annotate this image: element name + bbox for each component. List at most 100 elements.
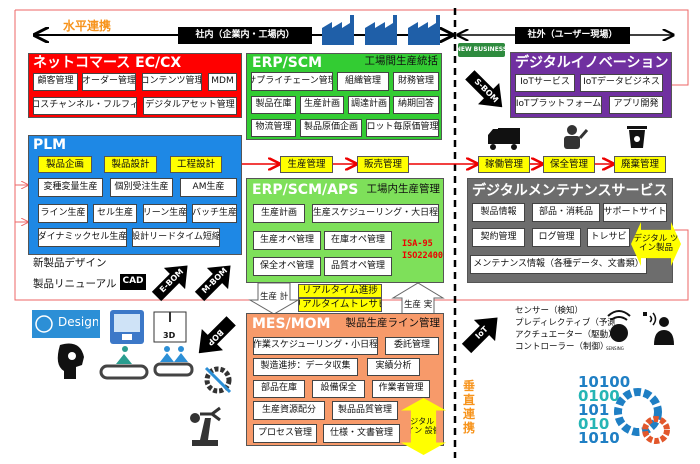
person-signal-icon [643, 312, 674, 345]
iot-device: センサー（検知） [515, 305, 584, 316]
plm-item: 設計リードタイム短縮 [132, 228, 220, 247]
dms-title: デジタルメンテナンスサービス DMS [472, 182, 668, 199]
plm-item: セル生産 [93, 204, 137, 223]
truck-icon [488, 128, 520, 150]
erp-item: ロット毎原価管理 [366, 119, 439, 137]
ec-item: MDM [208, 73, 237, 91]
iot-device: アクチュエーター（駆動） [515, 329, 615, 340]
erp-item: 調達計画 [348, 96, 390, 114]
factory-icons [322, 15, 440, 45]
plan-label: 生産 計画 [260, 291, 288, 302]
erp-item: サプライチェーン管理 [251, 72, 333, 91]
dms-item: 製品情報 [472, 203, 525, 222]
external-label: 社外（ユーザー現場） [515, 27, 630, 44]
design-logo-text: Design [58, 314, 98, 329]
plm-item: 変種変量生産 [38, 178, 103, 197]
erp-title: ERP/SCM [252, 54, 323, 71]
aps-item: 生産スケジューリング・大日程 [312, 204, 439, 223]
internal-label: 社内（企業内・工場内） [178, 27, 312, 44]
plm-item: AM生産 [180, 178, 237, 197]
dms-item: サポートサイト [603, 203, 667, 222]
actual-up-arrow [391, 282, 445, 315]
horizontal-link-label: 水平連携 [62, 18, 111, 33]
gears-icon [614, 388, 670, 444]
ec-item: オーダー管理 [82, 73, 136, 91]
feedback-loop-line [14, 9, 689, 301]
mes-item: 作業者管理 [372, 380, 430, 398]
ec-title: ネットコマース EC/CX [33, 54, 182, 71]
dx-item: IoTプラットフォーム [515, 96, 602, 114]
iot-device: コントローラー（制御） [515, 341, 609, 352]
mes-item: プロセス管理 [253, 424, 317, 443]
ec-item: コンテンツ管理 [142, 73, 202, 91]
binary-digits: 1010 [578, 431, 620, 446]
maintenance-worker-icon [564, 125, 589, 149]
conveyor-worker-icon [99, 346, 149, 380]
binary-digits: 0100 [578, 389, 620, 404]
realtime-progress: リアルタイム進捗 [298, 284, 382, 298]
aps-item: 保全オペ管理 [253, 257, 321, 276]
aps-item: 品質オペ管理 [324, 257, 392, 276]
dx-item: アプリ開発 [609, 96, 663, 114]
erp-item: 製品在庫 [251, 96, 296, 114]
mes-item: 製造進捗：データ収集 [253, 358, 358, 376]
ec-item: クロスチャンネル・フルフィル [33, 97, 137, 115]
design-text: 新製品デザイン [33, 257, 107, 270]
iot-device: プレディレクティブ（予測） [515, 317, 615, 328]
erp-item: 製品原価企画 [300, 119, 362, 137]
binary-digits: 10100 [578, 375, 631, 390]
plm-item: リーン生産 [143, 204, 187, 223]
actual-label: 生産 実績 [404, 299, 432, 310]
aps-subtitle: 工場内生産管理 [366, 183, 441, 196]
ec-item: 顧客管理 [33, 73, 78, 91]
erp-item: 組織管理 [337, 72, 389, 91]
monitor-icon [110, 310, 144, 344]
binary-digits: 010 [578, 417, 610, 432]
mes-title: MES/MOM [252, 315, 331, 332]
aps-item: 在庫オペ管理 [324, 231, 392, 250]
binary-digits: 101 [578, 403, 610, 418]
mes-item: 実績分析 [367, 358, 420, 376]
plan-down-arrow [248, 282, 300, 315]
vertical-link-label: 垂直連携 [462, 379, 475, 435]
plm-item: ダイナミックセル生産 [38, 228, 127, 247]
new-business-badge: NEW BUSINESS [458, 43, 505, 57]
aps-item: 生産オペ管理 [253, 231, 321, 250]
sensing-icon: SENSING [606, 310, 631, 351]
ec-item: デジタルアセット管理 [143, 97, 237, 115]
svg-text:SENSING: SENSING [606, 346, 624, 351]
dms-item: 契約管理 [472, 228, 525, 247]
erp-subtitle: 工場間生産統括 [364, 55, 439, 68]
flow-step: 製品企画 [38, 156, 92, 173]
plm-item: 個別受注生産 [110, 178, 173, 197]
dx-item: IoTデータビジネス [580, 74, 663, 92]
erp-item: 生産計画 [300, 96, 344, 114]
idea-head-icon [57, 343, 84, 379]
erp-item: 納期回答 [393, 96, 439, 114]
standard-label: ISO22400 [402, 250, 443, 261]
mes-item: 仕様・文書管理 [323, 424, 400, 443]
standard-label: ISA-95 [402, 238, 433, 249]
flow-step: 販売管理 [357, 156, 409, 173]
design-thinking-logo [32, 310, 100, 338]
flow-step: 稼働管理 [478, 156, 530, 173]
mes-item: 委託管理 [385, 337, 439, 355]
recycle-bin-icon [627, 126, 647, 148]
svg-text:3D: 3D [163, 331, 176, 340]
conveyor-team-icon [153, 346, 194, 377]
cad-icon: CAD [120, 274, 146, 290]
flow-step: 製品設計 [104, 156, 157, 173]
flow-step: 保全管理 [543, 156, 595, 173]
robot-arm-icon [190, 406, 221, 446]
mes-item: 部品在庫 [253, 380, 305, 398]
aps-title: ERP/SCM/APS [252, 181, 359, 198]
plm-item: ライン生産 [38, 204, 88, 223]
dms-item: ログ管理 [532, 228, 581, 247]
dms-item: 部品・消耗品 [532, 203, 600, 222]
renewal-text: 製品リニューアル [33, 278, 117, 291]
dms-item: メンテナンス情報（各種データ、文書類） [470, 255, 647, 274]
plm-title: PLM [33, 137, 67, 153]
mes-item: 作業スケジューリング・小日程 [253, 337, 378, 355]
mes-item: 設備保全 [312, 380, 365, 398]
